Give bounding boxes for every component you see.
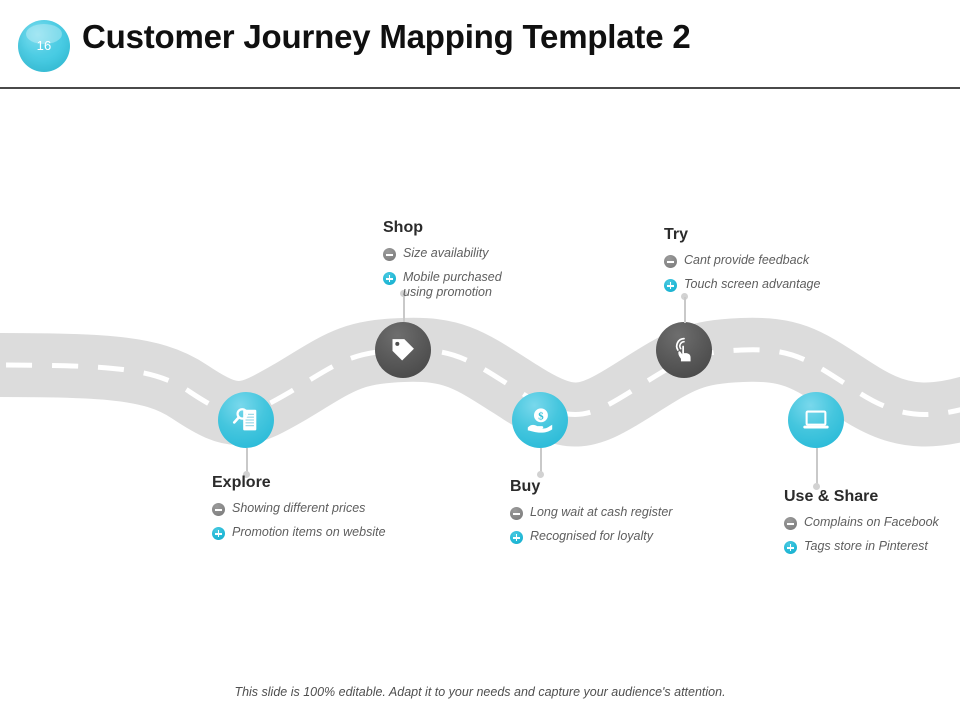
node-buy[interactable]: $ [512, 392, 568, 448]
plus-circle-icon [510, 531, 523, 544]
bullet-item: Size availability [383, 246, 502, 261]
stage-title-use-and-share: Use & Share [784, 488, 879, 505]
svg-text:$: $ [538, 411, 544, 423]
stage-title-buy: Buy [510, 478, 541, 495]
header-divider [0, 87, 960, 89]
minus-circle-icon [784, 517, 797, 530]
stage-title-shop: Shop [383, 219, 423, 236]
bullet-text: Promotion items on website [232, 525, 386, 539]
magnifier-document-icon [232, 408, 257, 431]
plus-circle-icon [664, 279, 677, 292]
laptop-icon [803, 410, 829, 429]
stage-try: Try Cant provide feedback Touch screen a… [664, 226, 820, 292]
pin-use-and-share [813, 448, 821, 490]
plus-circle-icon [383, 272, 396, 285]
bullet-item: Promotion items on website [212, 525, 386, 540]
node-explore[interactable] [218, 392, 274, 448]
bullet-item: Tags store in Pinterest [784, 539, 939, 554]
bullet-text: Tags store in Pinterest [804, 539, 928, 553]
stage-explore: Explore Showing different prices Promoti… [212, 474, 386, 540]
bullet-text: Touch screen advantage [684, 277, 821, 291]
minus-circle-icon [664, 255, 677, 268]
slide-number-label: 16 [36, 38, 52, 53]
stage-title-explore: Explore [212, 474, 271, 491]
stage-buy: Buy Long wait at cash register Recognise… [510, 478, 672, 544]
footer-note: This slide is 100% editable. Adapt it to… [234, 685, 726, 699]
plus-circle-icon [212, 527, 225, 540]
bullet-item: Long wait at cash register [510, 505, 672, 520]
pin-explore [243, 448, 251, 478]
node-shop[interactable] [375, 322, 431, 378]
bullet-text: Complains on Facebook [804, 515, 939, 529]
minus-circle-icon [212, 503, 225, 516]
bullet-item: Recognised for loyalty [510, 529, 672, 544]
bullet-text: Size availability [403, 246, 489, 260]
bullet-text: Long wait at cash register [530, 505, 673, 519]
minus-circle-icon [510, 507, 523, 520]
bullet-text: Recognised for loyalty [530, 529, 653, 543]
stage-title-try: Try [664, 226, 689, 243]
bullet-item: Complains on Facebook [784, 515, 939, 530]
stage-use-and-share: Use & Share Complains on Facebook Tags s… [784, 488, 939, 554]
node-use-and-share[interactable] [788, 392, 844, 448]
node-try[interactable] [656, 322, 712, 378]
pin-shop [400, 290, 408, 322]
stage-shop: Shop Size availability Mobile purchased … [383, 219, 502, 300]
bullet-text: Showing different prices [232, 501, 366, 515]
pin-buy [537, 448, 545, 478]
bullet-item: Touch screen advantage [664, 277, 820, 292]
slide-header: 16 Customer Journey Mapping Template 2 [0, 0, 960, 89]
bullet-text: Cant provide feedback [684, 253, 810, 267]
touch-gesture-icon [675, 337, 691, 362]
plus-circle-icon [784, 541, 797, 554]
pin-try [681, 293, 689, 323]
bullet-item: Showing different prices [212, 501, 386, 516]
bullet-item: Cant provide feedback [664, 253, 820, 268]
page-title: Customer Journey Mapping Template 2 [82, 18, 691, 55]
bullet-item: Mobile purchased using promotion [383, 270, 502, 300]
minus-circle-icon [383, 248, 396, 261]
hand-holding-money-icon: $ [527, 408, 553, 433]
price-tag-icon [392, 339, 414, 361]
bullet-text: Mobile purchased using promotion [403, 270, 502, 299]
